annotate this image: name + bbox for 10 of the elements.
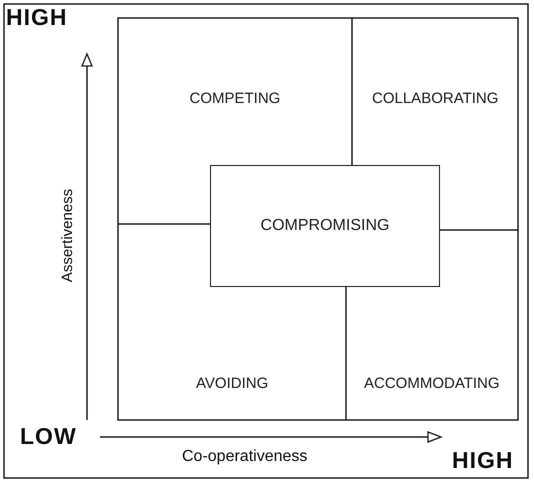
- axis-title: Assertiveness: [58, 188, 76, 282]
- center-box: COMPROMISING: [210, 165, 440, 287]
- axis-end-label: HIGH: [452, 447, 514, 474]
- quadrant-label: COLLABORATING: [372, 90, 498, 106]
- quadrant-label: ACCOMMODATING: [364, 374, 500, 392]
- axis-end-label: LOW: [20, 423, 77, 450]
- quadrant-label: AVOIDING: [196, 374, 268, 392]
- axis-title: Co-operativeness: [182, 448, 308, 466]
- quadrant-label: COMPETING: [190, 90, 280, 106]
- axis-end-label: HIGH: [6, 4, 68, 31]
